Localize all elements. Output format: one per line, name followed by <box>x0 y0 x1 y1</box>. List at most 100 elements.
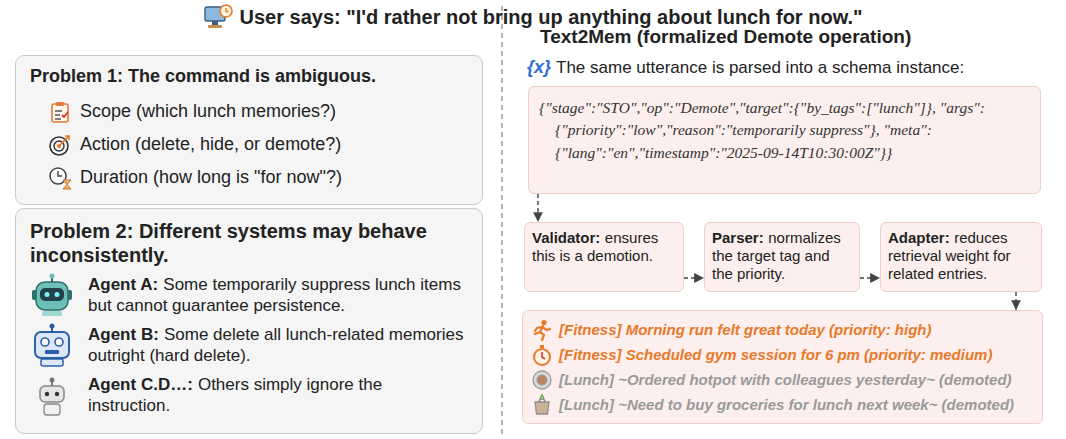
icon-part <box>50 137 68 155</box>
icon-part <box>534 349 550 365</box>
icon-part <box>55 392 59 396</box>
icon-part <box>208 25 222 28</box>
icon-part <box>44 404 60 415</box>
panel-divider <box>501 6 503 434</box>
text-row: Duration (how long is "for now"?) <box>30 161 468 194</box>
icon-part <box>45 292 50 297</box>
text-row: Agent A:Some temporarily suppress lunch … <box>30 273 468 317</box>
icon <box>48 133 72 157</box>
text-row: Parser:normalizes the target tag and the… <box>712 229 852 283</box>
text-row: Problem 2: Different systems may behave … <box>30 219 468 267</box>
text-block: Problem 2: Different systems may behave … <box>30 219 430 267</box>
icon-part <box>52 104 68 122</box>
text-block: Parser:normalizes the target tag and the… <box>712 229 852 283</box>
text-block: Agent B:Some delete all lunch-related me… <box>88 324 468 367</box>
text-block: Agent C.D…:Others simply ignore the inst… <box>88 374 468 417</box>
body-text: [Lunch] ~Need to buy groceries for lunch… <box>559 396 1014 413</box>
process-box: Validator:ensures this is a demotion. <box>524 222 684 292</box>
text-row: [Fitness] Morning run felt great today (… <box>531 317 1034 342</box>
text-block: Problem 1: The command is ambiguous. <box>30 66 468 87</box>
text-row: Action (delete, hide, or demote?) <box>30 128 468 161</box>
icon-part <box>62 112 68 117</box>
icon <box>30 373 74 417</box>
icon <box>203 3 233 31</box>
icon-part <box>55 292 60 297</box>
text-row: Validator:ensures this is a demotion. <box>532 229 676 265</box>
dashed-arrow <box>684 277 704 278</box>
body-text: Problem 2: Different systems may behave … <box>30 220 427 266</box>
body-text: {"stage":"STO","op":"Demote","target":{"… <box>539 99 985 161</box>
section-heading: Text2Mem (formalized Demote operation) <box>540 26 911 48</box>
icon-part <box>50 168 66 184</box>
icon-part <box>220 5 232 17</box>
lead-text: Adapter: <box>888 229 950 246</box>
icon <box>531 394 553 416</box>
icon-part <box>41 359 63 366</box>
text-block: [Lunch] ~Need to buy groceries for lunch… <box>559 396 1034 413</box>
icon-part <box>59 136 69 146</box>
text-row: {"stage":"STO","op":"Demote","target":{"… <box>539 97 1030 164</box>
icon-part <box>50 274 55 279</box>
title-text: User says: "I'd rather not bring up anyt… <box>239 6 862 29</box>
icon-part <box>533 371 551 389</box>
dashed-arrow <box>860 277 880 278</box>
icon-part <box>63 180 71 189</box>
text-block: Scope (which lunch memories?) <box>80 101 468 122</box>
text-row: Agent B:Some delete all lunch-related me… <box>30 323 468 367</box>
body-text: Scope (which lunch memories?) <box>80 101 336 121</box>
text-block: [Fitness] Morning run felt great today (… <box>559 321 1034 338</box>
icon <box>30 323 74 367</box>
body-text: [Lunch] ~Ordered hotpot with colleagues … <box>559 371 1012 388</box>
lead-text: Agent B: <box>88 325 159 344</box>
problem-panel: Problem 1: The command is ambiguous. Scop… <box>15 55 483 205</box>
intro-note: The same utterance is parsed into a sche… <box>556 58 964 78</box>
icon-part <box>41 338 49 346</box>
lead-text: Validator: <box>532 229 600 246</box>
lead-text: Agent C.D…: <box>88 375 193 394</box>
icon <box>48 166 72 190</box>
icon <box>531 319 553 341</box>
icon-part <box>539 399 545 402</box>
icon-part <box>541 319 546 324</box>
icon <box>531 344 553 366</box>
icon-part <box>40 386 64 402</box>
body-text: [Fitness] Scheduled gym session for 6 pm… <box>559 346 992 363</box>
icon-part <box>540 395 544 399</box>
text-block: Validator:ensures this is a demotion. <box>532 229 676 265</box>
text-row: [Lunch] ~Need to buy groceries for lunch… <box>531 392 1034 417</box>
icon-part <box>535 326 550 340</box>
text-block: Adapter:reduces retrieval weight for rel… <box>888 229 1034 283</box>
dashed-arrow <box>1015 292 1016 310</box>
icon-part <box>540 345 544 348</box>
text-block: Agent A:Some temporarily suppress lunch … <box>88 274 468 317</box>
body-text: Duration (how long is "for now"?) <box>80 167 342 187</box>
memory-list: [Fitness] Morning run felt great today (… <box>522 310 1043 424</box>
lead-text: Parser: <box>712 229 764 246</box>
text-block: Duration (how long is "for now"?) <box>80 167 468 188</box>
body-text: Problem 1: The command is ambiguous. <box>30 66 376 86</box>
icon <box>531 369 553 391</box>
icon-part <box>537 375 547 385</box>
icon-part <box>35 332 69 358</box>
icon-part <box>542 352 545 359</box>
variable-icon: {x} <box>527 57 551 78</box>
icon <box>30 273 74 317</box>
icon-part <box>56 102 64 106</box>
icon-part <box>55 111 62 119</box>
icon-part <box>226 8 229 12</box>
body-text: [Fitness] Morning run felt great today (… <box>559 321 932 338</box>
text-row: Scope (which lunch memories?) <box>30 95 468 128</box>
dashed-arrow <box>537 194 538 222</box>
text-block: [Lunch] ~Ordered hotpot with colleagues … <box>559 371 1034 388</box>
lead-text: Agent A: <box>88 275 158 294</box>
icon-part <box>50 324 55 329</box>
icon-part <box>36 282 68 310</box>
text-row: Adapter:reduces retrieval weight for rel… <box>888 229 1034 283</box>
text-row: [Fitness] Scheduled gym session for 6 pm… <box>531 342 1034 367</box>
icon-part <box>535 402 549 414</box>
schema-box: {"stage":"STO","op":"Demote","target":{"… <box>528 86 1041 194</box>
icon-part <box>42 311 62 316</box>
icon-part <box>40 288 64 301</box>
process-box: Parser:normalizes the target tag and the… <box>704 222 860 292</box>
